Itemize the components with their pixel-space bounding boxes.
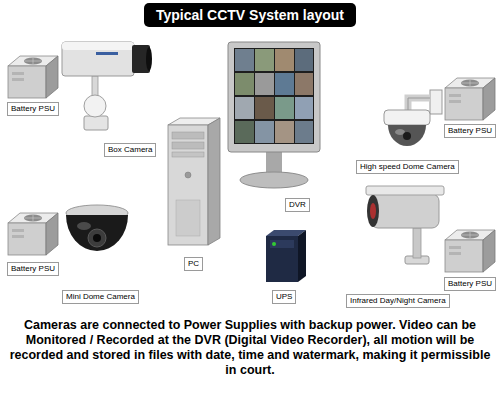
label-text: UPS bbox=[276, 292, 292, 302]
label-text: Battery PSU bbox=[448, 126, 492, 136]
label-text: Mini Dome Camera bbox=[66, 292, 135, 302]
caption-text: Cameras are connected to Power Supplies … bbox=[8, 318, 492, 378]
battery-psu bbox=[445, 230, 495, 272]
label-text: Infrared Day/Night Camera bbox=[350, 296, 446, 306]
label-box: Battery PSU bbox=[444, 124, 496, 138]
label-box: Mini Dome Camera bbox=[62, 290, 139, 304]
infrared-camera bbox=[366, 186, 444, 264]
battery-psu bbox=[8, 213, 58, 255]
label-box: Infrared Day/Night Camera bbox=[346, 294, 450, 308]
label-box: Battery PSU bbox=[7, 102, 59, 116]
label-text: High speed Dome Camera bbox=[360, 162, 455, 172]
label-box: Battery PSU bbox=[444, 277, 496, 291]
label-text: Battery PSU bbox=[11, 104, 55, 114]
label-box: DVR bbox=[285, 198, 310, 212]
battery-psu bbox=[445, 78, 495, 120]
battery-psu bbox=[8, 56, 58, 98]
label-box: Battery PSU bbox=[7, 262, 59, 276]
pc-tower bbox=[168, 118, 220, 245]
label-text: PC bbox=[188, 259, 199, 269]
label-box: UPS bbox=[272, 290, 296, 304]
label-text: Battery PSU bbox=[11, 264, 55, 274]
label-box: PC bbox=[184, 257, 203, 271]
label-box: Box Camera bbox=[104, 143, 156, 157]
ups-unit bbox=[266, 230, 306, 282]
dvr-monitor bbox=[228, 42, 320, 188]
mini-dome-camera bbox=[66, 205, 128, 251]
box-camera bbox=[62, 42, 152, 130]
label-box: High speed Dome Camera bbox=[356, 160, 459, 174]
label-text: Battery PSU bbox=[448, 279, 492, 289]
title-banner: Typical CCTV System layout bbox=[144, 3, 356, 27]
label-text: DVR bbox=[289, 200, 306, 210]
speed-dome-camera bbox=[384, 90, 442, 146]
label-text: Box Camera bbox=[108, 145, 152, 155]
